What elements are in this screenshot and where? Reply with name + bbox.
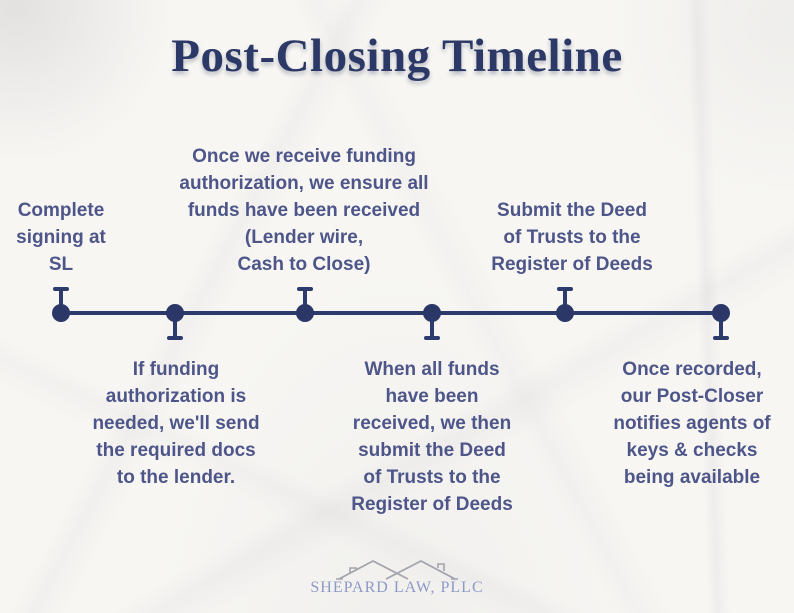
- timeline-node-5: [556, 304, 574, 322]
- timeline-event-label-3: Once we receive funding authorization, w…: [179, 146, 429, 275]
- timeline-tick-cap-1: [53, 287, 69, 291]
- timeline-tick-cap-2: [167, 336, 183, 340]
- company-logo: SHEPARD LAW, PLLC: [307, 556, 487, 597]
- timeline-event-label-5: Submit the Deed of Trusts to the Registe…: [491, 200, 653, 275]
- timeline-tick-stem-1: [59, 291, 63, 313]
- timeline-node-2: [166, 304, 184, 322]
- timeline-tick-cap-3: [297, 287, 313, 291]
- timeline-tick-stem-5: [563, 291, 567, 313]
- timeline-event-label-1: Complete signing at SL: [16, 200, 106, 275]
- timeline-node-3: [296, 304, 314, 322]
- company-logo-text: SHEPARD LAW, PLLC: [310, 579, 484, 596]
- timeline-tick-stem-4: [430, 313, 434, 337]
- timeline-tick-cap-6: [713, 336, 729, 340]
- timeline-axis: [61, 311, 721, 315]
- timeline-tick-stem-2: [173, 313, 177, 337]
- timeline-event-label-4: When all funds have been received, we th…: [351, 359, 513, 515]
- page-title: Post-Closing Timeline: [171, 30, 623, 82]
- timeline-tick-stem-6: [719, 313, 723, 337]
- timeline-node-4: [423, 304, 441, 322]
- timeline-tick-cap-5: [557, 287, 573, 291]
- timeline-node-1: [52, 304, 70, 322]
- timeline-node-6: [712, 304, 730, 322]
- timeline-event-label-6: Once recorded, our Post-Closer notifies …: [613, 359, 771, 488]
- rooftops-icon: [336, 559, 458, 580]
- timeline-event-label-2: If funding authorization is needed, we'l…: [92, 359, 260, 488]
- timeline-tick-stem-3: [303, 291, 307, 313]
- timeline-tick-cap-4: [424, 336, 440, 340]
